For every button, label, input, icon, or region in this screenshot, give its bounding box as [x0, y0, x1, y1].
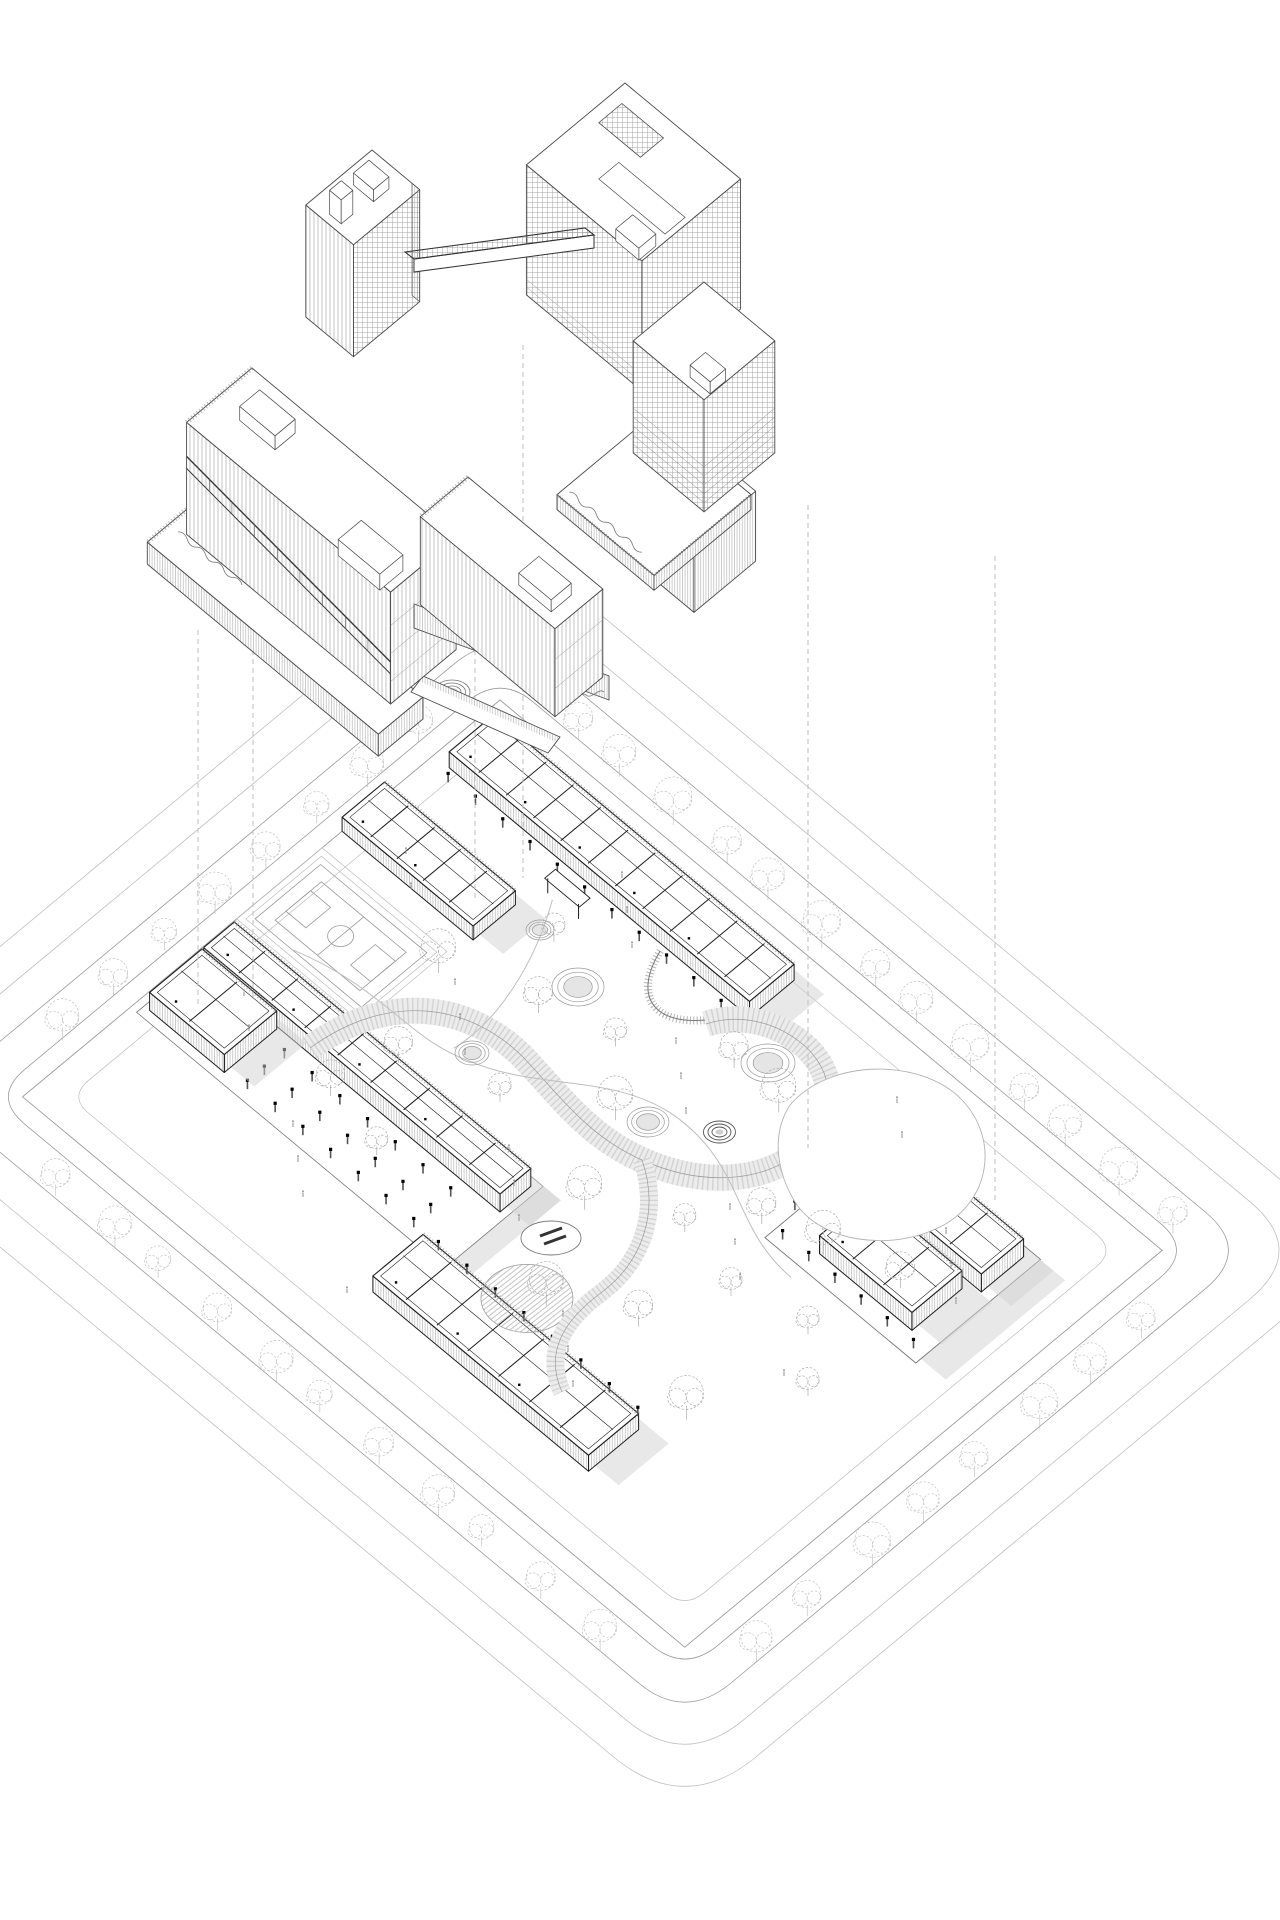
campus-buildings [135, 712, 1066, 1486]
twin-towers-with-skybridge [305, 82, 741, 392]
tower-left [305, 149, 421, 358]
slab-bar-b [418, 475, 604, 718]
perimeter-trees [39, 702, 1188, 1662]
south-classroom-wing [372, 1232, 669, 1486]
northwest-classroom-wing [341, 780, 546, 954]
skybridge [403, 227, 596, 273]
upper-tower [632, 281, 776, 513]
west-classroom-complex [135, 920, 561, 1274]
spiral-pavilion [703, 1120, 736, 1144]
floating-slab-complex [145, 366, 610, 757]
offset-tower-complex [556, 281, 776, 613]
entrance-gate [543, 868, 591, 919]
courtyard-landscape [243, 847, 986, 1420]
walkway [410, 675, 561, 754]
site-plan [0, 560, 1280, 1787]
northeast-classroom-wing [446, 712, 825, 1032]
tower-right [525, 82, 741, 392]
